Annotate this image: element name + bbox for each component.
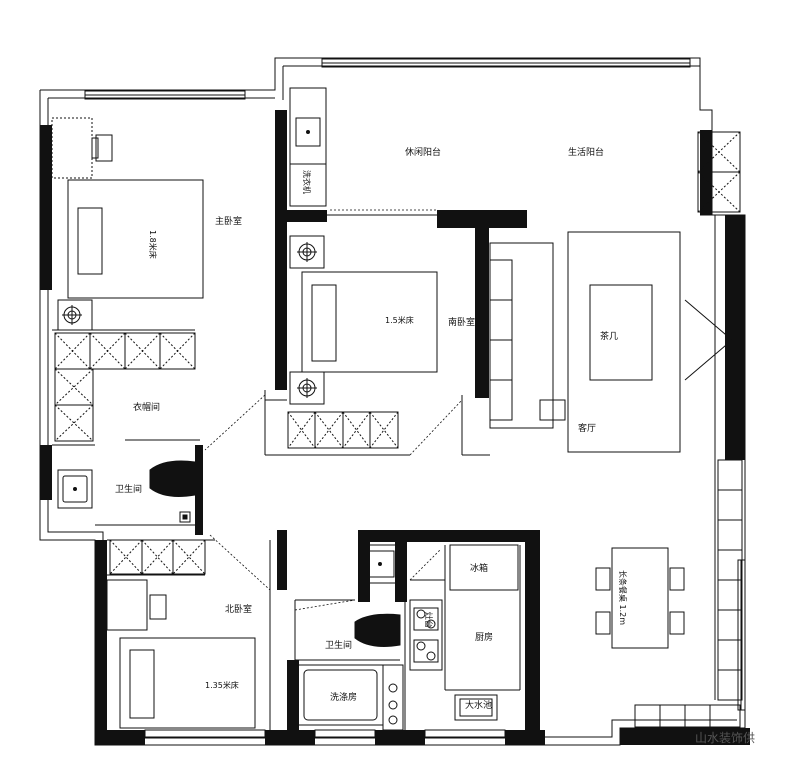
label-laundry: 洗涤房 [330,691,357,703]
label-leisure-balcony: 休闲阳台 [405,146,441,158]
master-desk [51,117,113,179]
wardrobe-south [287,411,399,449]
structural-walls [40,110,750,745]
balcony-sink [289,87,327,207]
label-master-bathroom: 卫生间 [115,483,142,495]
south-nightstands [289,235,325,405]
coffee-table [567,231,681,453]
windows [84,58,746,739]
kitchen-fixtures [409,544,519,721]
bathroom-fixtures [297,544,404,731]
label-dining-table: 长条餐桌 1.2m [618,570,628,625]
sofa [489,242,566,429]
master-bathroom-fixtures [57,460,196,523]
watermark: 山水装饰供 [695,731,755,745]
partitions [52,214,716,730]
label-bathroom: 卫生间 [325,639,352,651]
dining-table [595,547,685,649]
label-master-bedroom: 主卧室 [215,215,242,227]
label-north-bed: 1.35米床 [205,680,239,690]
south-bed [301,271,438,373]
label-fridge: 冰箱 [470,562,488,574]
wardrobe-master [54,332,196,442]
master-bed [67,179,204,299]
label-south-bedroom: 南卧室 [448,316,475,328]
balcony-cabinets-right [634,131,743,728]
label-living-room: 客厅 [578,422,596,434]
north-bed [119,637,256,729]
label-master-bed: 1.8米床 [148,230,158,259]
label-south-bed: 1.5米床 [385,315,414,325]
north-wardrobe [109,539,206,575]
label-north-bedroom: 北卧室 [225,603,252,615]
master-nightstand [57,299,93,331]
label-coffee-table: 茶几 [600,330,618,342]
door-swings [204,209,463,611]
label-living-balcony: 生活阳台 [568,146,604,158]
label-kitchen: 厨房 [475,631,493,643]
label-big-sink: 大水池 [465,699,492,711]
tv [684,294,738,391]
label-stove: 灶台 [424,612,434,628]
north-desk [106,579,167,631]
room-labels: 休闲阳台 生活阳台 主卧室 1.8米床 南卧室 1.5米床 茶几 客厅 衣帽间 … [115,146,628,711]
label-walk-in-closet: 衣帽间 [133,401,160,413]
label-bathroom-cabinet: 洗衣机 [302,170,312,194]
